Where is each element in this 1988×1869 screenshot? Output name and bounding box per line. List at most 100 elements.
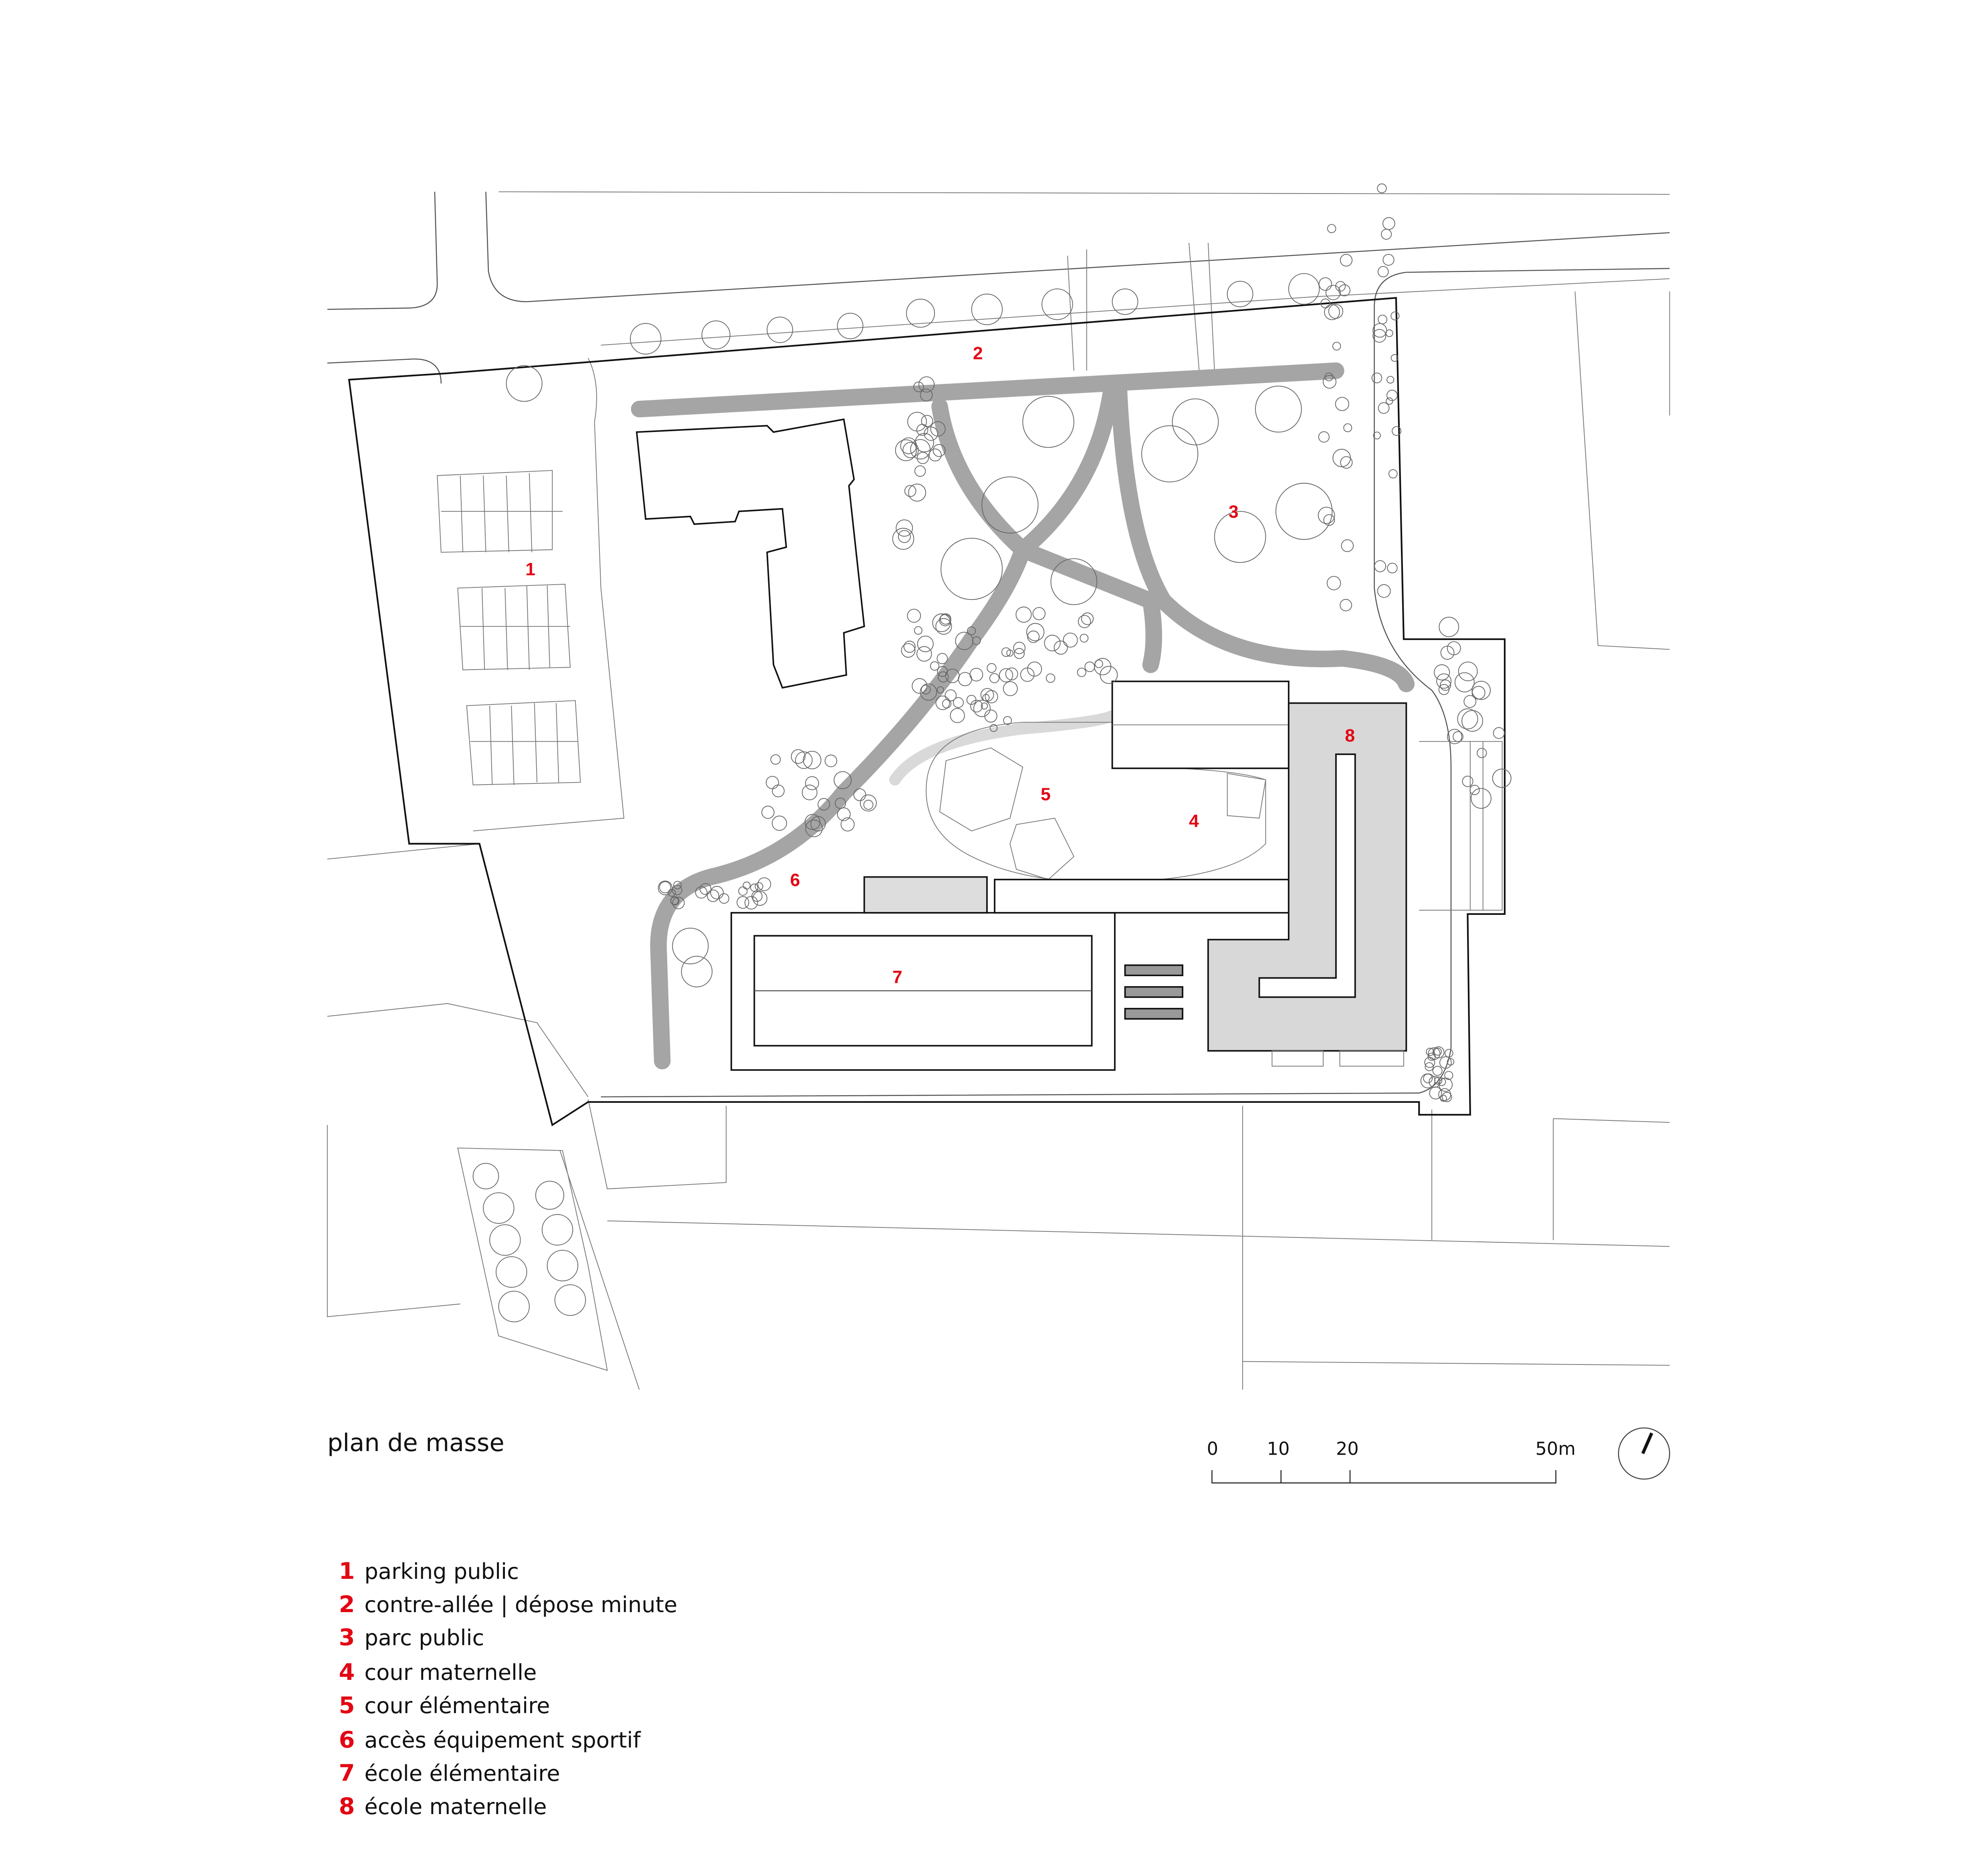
shrub-icon	[1323, 514, 1335, 526]
shrub-icon	[1318, 507, 1335, 524]
shrub-icon	[895, 439, 917, 461]
shrub-icon	[921, 684, 931, 695]
shrub-icon	[950, 708, 965, 723]
shrub-icon	[918, 376, 935, 393]
svg-text:contre-allée | dépose minute: contre-allée | dépose minute	[364, 1592, 677, 1617]
tree-icon	[483, 1192, 515, 1224]
shrub-icon	[1332, 341, 1341, 351]
shrub-icon	[1438, 684, 1450, 695]
shrub-icon	[1388, 469, 1398, 478]
shrub-icon	[751, 890, 763, 902]
shrub-icon	[1429, 1086, 1442, 1100]
shrub-icon	[1440, 679, 1451, 691]
shrub-icon	[939, 614, 951, 626]
scale-tick-label: 10	[1267, 1438, 1290, 1459]
tree-icon	[1112, 289, 1138, 315]
tree-icon	[1288, 273, 1320, 305]
shrub-icon	[904, 485, 916, 497]
shrub-icon	[900, 437, 917, 454]
shrub-icon	[1387, 563, 1398, 573]
shrub-icon	[935, 695, 950, 710]
shrub-icon	[719, 893, 729, 904]
shrub-icon	[668, 889, 676, 897]
shrub-icon	[901, 643, 916, 658]
shrub-icon	[1432, 1046, 1445, 1058]
shrub-icon	[984, 709, 997, 723]
legend-item: 2 contre-allée | dépose minute	[339, 1591, 678, 1618]
shrub-icon	[1013, 642, 1026, 654]
shrub-icon	[1327, 224, 1336, 233]
tree-icon	[498, 1291, 530, 1322]
shrub-icon	[795, 751, 813, 769]
shrub-icon	[737, 896, 749, 909]
housing-block	[636, 418, 865, 689]
shrub-icon	[914, 626, 922, 635]
shrub-icon	[910, 439, 930, 460]
shrub-icon	[1461, 710, 1483, 732]
scale-tick-label: 50m	[1536, 1438, 1576, 1459]
shrub-icon	[1320, 298, 1330, 309]
tree-icon	[1275, 482, 1333, 540]
shrub-icon	[805, 819, 823, 838]
shrub-icon	[658, 880, 673, 895]
shrub-icon	[969, 668, 983, 682]
shrub-icon	[916, 646, 932, 662]
shrub-icon	[755, 882, 763, 891]
shrub-icon	[1444, 1071, 1453, 1080]
shrub-icon	[659, 881, 671, 894]
shrub-icon	[1377, 266, 1389, 277]
site-boundary	[348, 297, 1506, 1126]
map-label-6: 6	[790, 870, 800, 890]
shrub-icon	[1378, 402, 1390, 414]
svg-text:accès équipement sportif: accès équipement sportif	[364, 1728, 641, 1753]
shrub-icon	[1372, 329, 1387, 343]
tree-icon	[1227, 281, 1253, 307]
svg-text:école maternelle: école maternelle	[364, 1794, 547, 1819]
tree-icon	[535, 1181, 564, 1210]
shrub-icon	[1013, 648, 1025, 659]
scale-tick-label: 0	[1207, 1438, 1218, 1459]
shrub-icon	[917, 636, 934, 652]
shrub-icon	[1094, 658, 1112, 676]
shrub-icon	[670, 896, 680, 906]
shrub-icon	[765, 776, 779, 789]
shrub-icon	[1387, 376, 1395, 384]
shrub-icon	[1078, 615, 1091, 628]
shrub-icon	[945, 689, 957, 702]
school-buildings	[731, 680, 1407, 1071]
shrub-icon	[757, 877, 771, 891]
tree-icon	[472, 1163, 499, 1189]
shrub-icon	[1373, 432, 1381, 440]
shrub-icon	[920, 389, 933, 402]
parking-stalls	[437, 470, 581, 785]
shrub-icon	[932, 444, 946, 457]
shrub-icon	[1447, 729, 1462, 744]
shrub-icon	[817, 798, 830, 811]
shrub-icon	[1335, 397, 1349, 411]
map-label-5: 5	[1041, 785, 1051, 804]
shrub-icon	[953, 697, 964, 708]
svg-text:7: 7	[339, 1760, 355, 1786]
shrub-icon	[1439, 617, 1459, 637]
map-label-8: 8	[1345, 726, 1355, 745]
shrub-icon	[1386, 390, 1398, 401]
shrub-icon	[1027, 630, 1040, 643]
svg-text:2: 2	[339, 1591, 355, 1618]
shrub-icon	[1341, 539, 1354, 552]
shrub-icon	[1374, 560, 1387, 572]
shrub-icon	[1044, 635, 1061, 652]
shrub-icon	[805, 776, 819, 790]
shrub-icon	[908, 483, 926, 502]
shrub-icon	[1054, 640, 1068, 655]
shrub-icon	[1081, 612, 1094, 625]
shrub-icon	[981, 702, 988, 710]
shrub-icon	[967, 626, 976, 636]
svg-text:parc public: parc public	[364, 1625, 484, 1651]
tree-icon	[495, 1256, 527, 1288]
shrub-icon	[695, 886, 708, 899]
svg-text:parking public: parking public	[364, 1559, 519, 1584]
